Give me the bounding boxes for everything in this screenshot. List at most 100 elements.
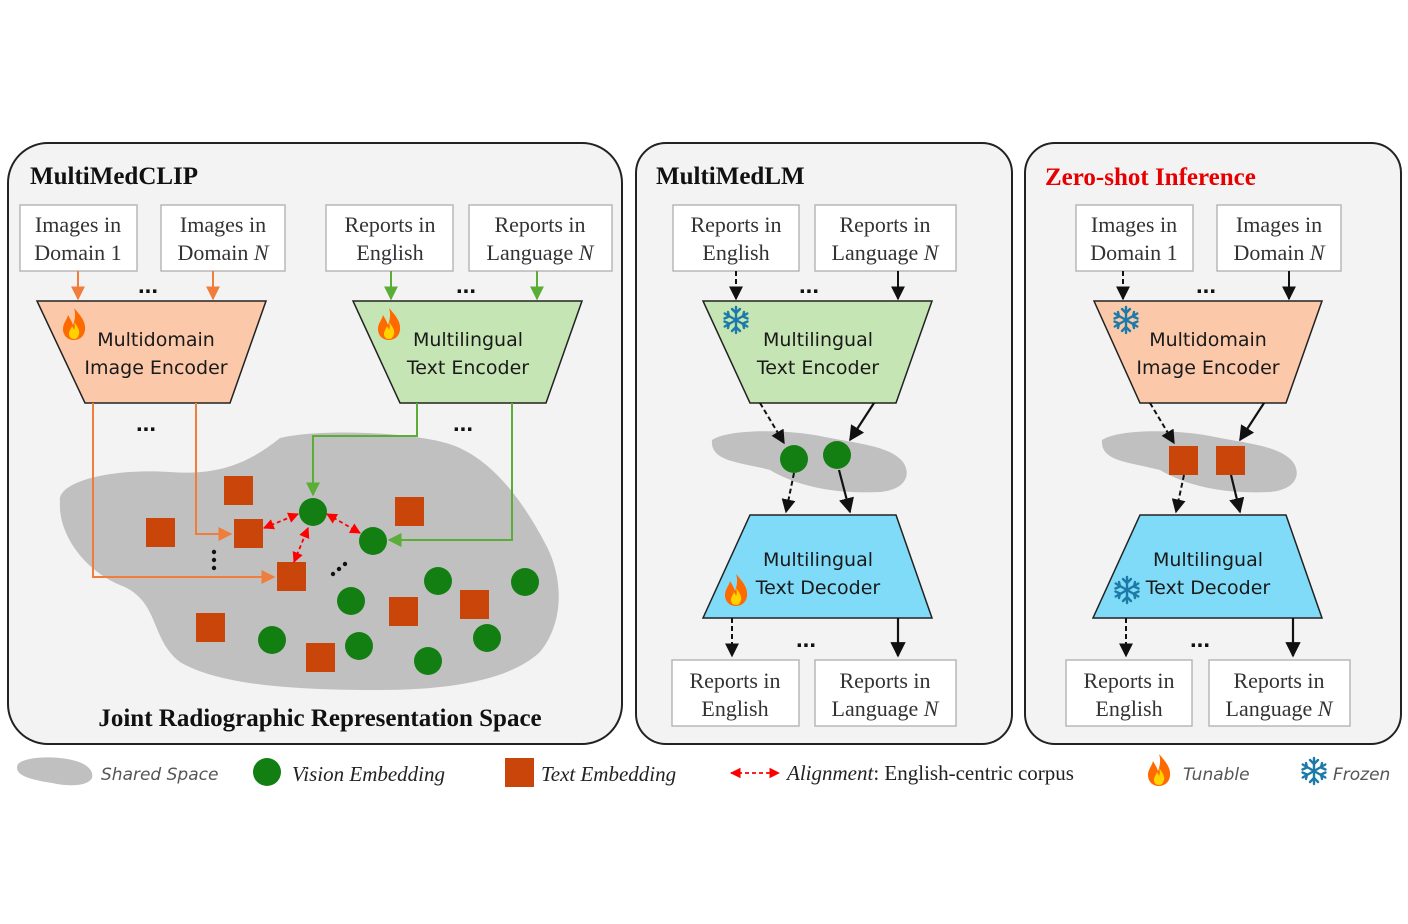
alignment-arrows <box>263 512 361 563</box>
text-embedding <box>234 519 263 548</box>
text-embedding <box>460 590 489 619</box>
svg-text:English: English <box>701 696 768 721</box>
multilingual-text-encoder: Multilingual Text Encoder <box>351 300 584 404</box>
svg-text:Reports in: Reports in <box>689 668 780 693</box>
svg-text:Multilingual: Multilingual <box>1153 549 1263 571</box>
ellipsis: ... <box>1190 626 1210 653</box>
output-reports-language-n: Reports in Language N <box>1208 659 1351 727</box>
ellipsis <box>211 549 348 577</box>
input-images-domain-n: Images in Domain N <box>1216 204 1342 272</box>
svg-text:Frozen: Frozen <box>1333 765 1390 785</box>
svg-text:Multilingual: Multilingual <box>413 329 523 351</box>
arrow <box>849 402 875 442</box>
shared-space-blob <box>1101 431 1297 493</box>
vision-embedding <box>511 568 539 596</box>
space-label: Joint Radiographic Representation Space <box>98 705 541 732</box>
svg-text:Tunable: Tunable <box>1183 765 1250 785</box>
svg-text:Multilingual: Multilingual <box>763 329 873 351</box>
svg-text:Domain 1: Domain 1 <box>1090 240 1177 265</box>
svg-text:English: English <box>1095 696 1162 721</box>
ellipsis: ... <box>799 272 819 299</box>
input-reports-language-n: Reports in Language N <box>814 204 957 272</box>
svg-text:Language N: Language N <box>1226 696 1334 721</box>
ellipsis: ... <box>796 626 816 653</box>
ellipsis: ... <box>1196 272 1216 299</box>
input-reports-language-n: Reports in Language N <box>468 204 613 272</box>
ellipsis: ... <box>456 272 476 299</box>
vision-embedding <box>337 587 365 615</box>
shared-space-blob <box>711 431 907 493</box>
legend-frozen: Frozen <box>1301 756 1390 786</box>
arrow <box>1171 474 1186 514</box>
svg-text:Domain N: Domain N <box>177 240 269 265</box>
output-reports-language-n: Reports in Language N <box>814 659 957 727</box>
svg-text:English: English <box>702 240 769 265</box>
multilingual-text-decoder: Multilingual Text Decoder <box>701 514 934 619</box>
vision-embedding <box>258 626 286 654</box>
text-embedding <box>224 476 253 505</box>
panel-title: MultiMedLM <box>656 163 805 190</box>
svg-text:Domain 1: Domain 1 <box>34 240 121 265</box>
input-reports-english: Reports in English <box>672 204 800 272</box>
text-embedding <box>395 497 424 526</box>
legend-text-embedding: Text Embedding <box>505 758 676 787</box>
multidomain-image-encoder: Multidomain Image Encoder <box>35 300 268 404</box>
vision-embedding <box>780 445 808 473</box>
arrow <box>387 403 513 547</box>
vision-embedding <box>414 647 442 675</box>
svg-text:Text Encoder: Text Encoder <box>406 357 529 379</box>
fire-icon <box>1148 754 1171 786</box>
text-embedding <box>277 562 306 591</box>
panel-multimedlm: MultiMedLM Reports in English Reports in… <box>635 142 1013 745</box>
vision-embedding <box>345 632 373 660</box>
text-embedding <box>196 613 225 642</box>
svg-text:Multidomain: Multidomain <box>97 329 215 351</box>
arrow <box>306 403 418 497</box>
legend-alignment: Alignment: English-centric corpus <box>729 761 1074 785</box>
text-embedding <box>1169 446 1198 475</box>
svg-text:Language N: Language N <box>832 696 940 721</box>
panel-title: Zero-shot Inference <box>1045 164 1256 191</box>
svg-text:Language N: Language N <box>487 240 595 265</box>
svg-text:Reports in: Reports in <box>494 212 585 237</box>
svg-text:Images in: Images in <box>35 212 121 237</box>
vision-embeddings <box>258 498 539 675</box>
svg-text:Images in: Images in <box>1236 212 1322 237</box>
arrow <box>1229 474 1245 514</box>
svg-text:Text Encoder: Text Encoder <box>756 357 879 379</box>
svg-text:Images in: Images in <box>180 212 266 237</box>
text-embedding <box>146 518 175 547</box>
legend-tunable: Tunable <box>1148 754 1250 786</box>
input-reports-english: Reports in English <box>325 204 454 272</box>
multilingual-text-decoder: Multilingual Text Decoder <box>1091 514 1324 619</box>
svg-text:Shared Space: Shared Space <box>101 765 218 785</box>
input-images-domain-1: Images in Domain 1 <box>19 204 138 272</box>
vision-embedding <box>424 567 452 595</box>
arrow <box>195 403 233 541</box>
vision-embedding <box>299 498 327 526</box>
arrow <box>1239 402 1265 442</box>
svg-text:English: English <box>356 240 423 265</box>
panel-multimedclip: MultiMedCLIP Images in Domain 1 Images i… <box>7 142 623 745</box>
svg-text:Text Embedding: Text Embedding <box>541 762 676 786</box>
svg-text:Text Decoder: Text Decoder <box>1145 577 1271 599</box>
panel-zero-shot: Zero-shot Inference Images in Domain 1 I… <box>1024 142 1402 745</box>
input-images-domain-1: Images in Domain 1 <box>1075 204 1194 272</box>
vision-embedding <box>473 624 501 652</box>
svg-text:Multidomain: Multidomain <box>1149 329 1267 351</box>
output-reports-english: Reports in English <box>1065 659 1193 727</box>
svg-text:Image Encoder: Image Encoder <box>1136 357 1279 379</box>
svg-text:Text Decoder: Text Decoder <box>755 577 881 599</box>
legend-shared-space: Shared Space <box>16 757 218 786</box>
text-embedding <box>306 643 335 672</box>
svg-text:Image Encoder: Image Encoder <box>84 357 227 379</box>
vision-embedding <box>823 441 851 469</box>
svg-text:Alignment: English-centric cor: Alignment: English-centric corpus <box>785 761 1074 785</box>
svg-text:Reports in: Reports in <box>1233 668 1324 693</box>
svg-text:Reports in: Reports in <box>690 212 781 237</box>
ellipsis: ... <box>136 410 156 437</box>
svg-text:Multilingual: Multilingual <box>763 549 873 571</box>
svg-text:Reports in: Reports in <box>344 212 435 237</box>
multilingual-text-encoder: Multilingual Text Encoder <box>701 300 934 404</box>
